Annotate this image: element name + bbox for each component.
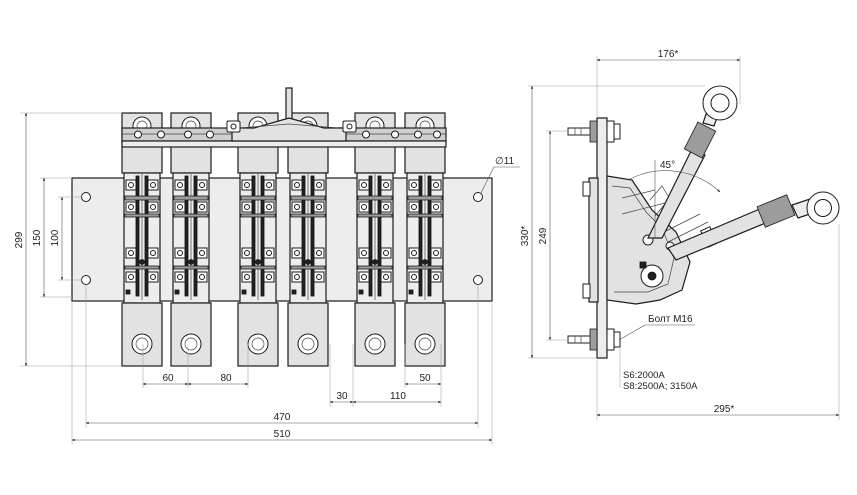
dim-60: 60 <box>162 373 174 384</box>
terminal-hole <box>247 333 269 355</box>
terminal-hole <box>297 333 319 355</box>
side-view: 45° 176* 330* 249 295* <box>520 49 840 420</box>
pole-blade <box>418 175 423 297</box>
pole-blade <box>260 175 265 297</box>
terminal-hole <box>131 333 153 355</box>
dim-249: 249 <box>538 227 549 244</box>
pole-blade <box>368 175 373 297</box>
dim-100: 100 <box>50 229 61 246</box>
dim-510: 510 <box>274 429 291 440</box>
crossbar <box>121 117 447 148</box>
plate-hole <box>473 275 483 285</box>
pole-blade <box>193 175 198 297</box>
dim-angle: 45° <box>660 160 675 171</box>
handle-closed <box>667 191 840 261</box>
dim-330: 330* <box>520 226 531 247</box>
dim-295: 295* <box>714 404 735 415</box>
pole-blade <box>251 175 256 297</box>
plate-hole <box>81 275 91 285</box>
dim-80: 80 <box>220 373 232 384</box>
dim-299: 299 <box>14 231 25 248</box>
front-view: 299 150 100 ∅11 <box>14 87 520 445</box>
note-s8: S8:2500A; 3150A <box>623 381 698 392</box>
pole-blade <box>427 175 432 297</box>
dim-470: 470 <box>274 412 291 423</box>
plate-hole <box>473 192 483 202</box>
dim-50: 50 <box>419 373 431 384</box>
dim-150: 150 <box>32 229 43 246</box>
pole-blade <box>184 175 189 297</box>
pole-blade <box>135 175 140 297</box>
dim-diameter: ∅11 <box>495 156 515 167</box>
note-s6: S6:2000A <box>623 370 665 381</box>
terminal-hole <box>364 333 386 355</box>
side-dimensions: 176* 330* 249 295* Болт М16 S6:2000A S8: <box>520 49 840 420</box>
top-terminal-bolt <box>567 120 621 143</box>
pole-blade <box>310 175 315 297</box>
terminal-hole <box>414 333 436 355</box>
pole-bottom-terminal <box>354 302 396 367</box>
mount-bracket <box>588 177 599 303</box>
bolt-note: Болт М16 <box>648 314 693 325</box>
dim-176: 176* <box>658 49 679 60</box>
handle-open <box>647 85 738 239</box>
dim-30: 30 <box>336 391 348 402</box>
front-dimensions: 299 150 100 ∅11 <box>14 112 520 445</box>
pole-blade <box>144 175 149 297</box>
terminal-hole <box>180 333 202 355</box>
pole-blade <box>301 175 306 297</box>
dim-110: 110 <box>390 391 406 402</box>
pole-blade <box>377 175 382 297</box>
plate-hole <box>81 192 91 202</box>
bottom-terminal-bolt <box>567 328 621 351</box>
